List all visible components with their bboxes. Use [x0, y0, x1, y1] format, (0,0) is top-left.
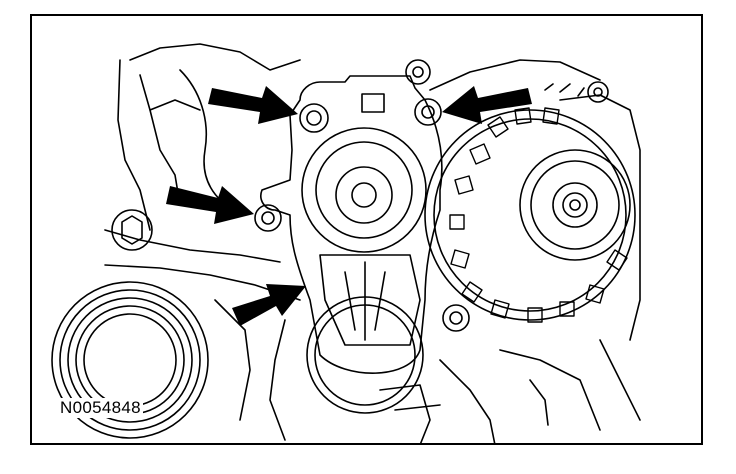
- tensioner-bolt-left: [254, 204, 282, 232]
- tensioner-bolt-upper-right: [414, 98, 442, 126]
- tensioner-bolt-upper-left: [299, 103, 329, 133]
- callout-arrow-4: [232, 284, 306, 326]
- callout-arrow-3: [166, 186, 254, 224]
- callout-arrow-1: [208, 86, 298, 124]
- tensioner-pulley: [306, 296, 424, 414]
- alternator: [424, 81, 636, 323]
- figure-id-label: N0054848: [58, 398, 143, 418]
- callout-arrow-2: [442, 86, 532, 124]
- bolt-lower-middle: [442, 304, 470, 332]
- engine-block-outline: [104, 43, 641, 443]
- bolt-top: [405, 59, 431, 85]
- bolt-left: [111, 209, 153, 251]
- belt-tensioner-bracket: [260, 75, 443, 374]
